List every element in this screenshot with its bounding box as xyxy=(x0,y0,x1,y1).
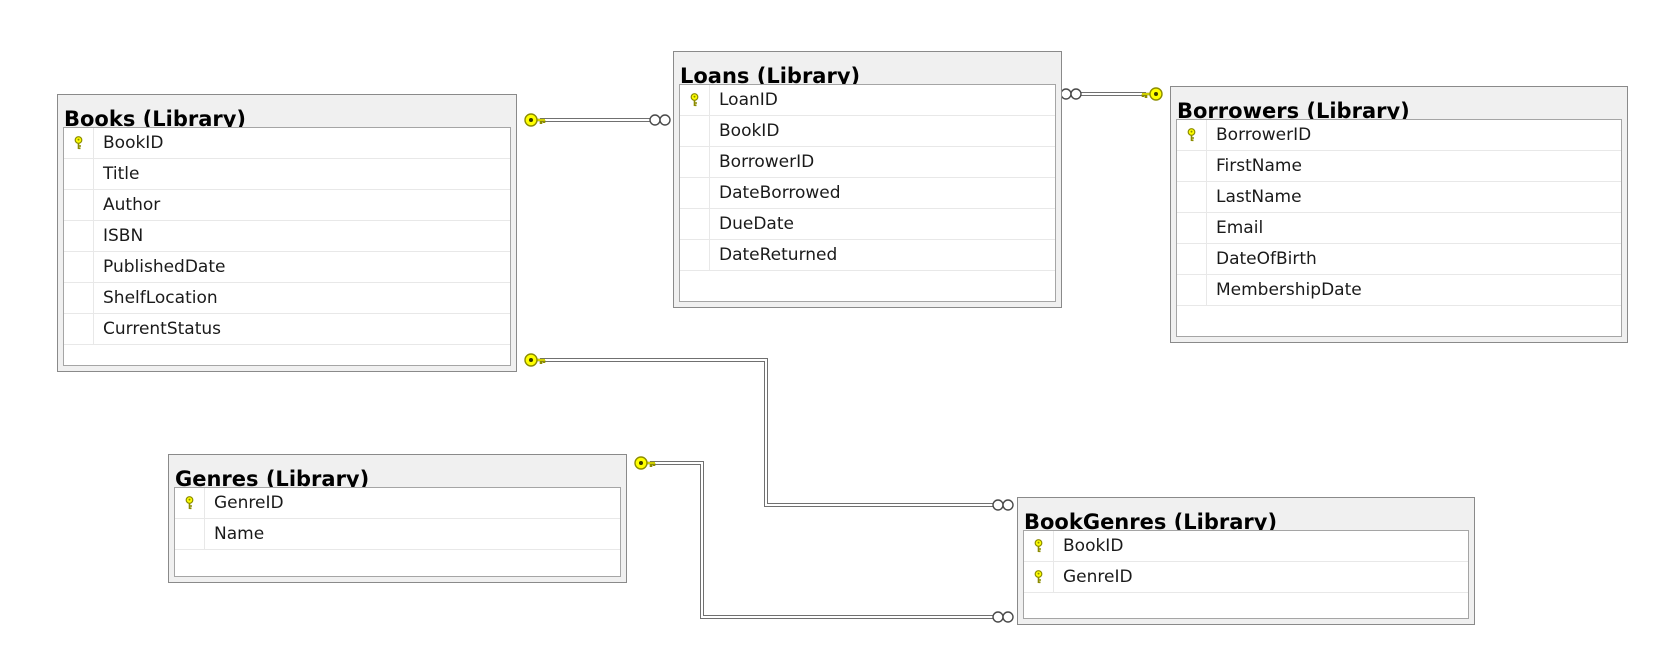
key-cell xyxy=(64,221,94,251)
column-name: DateOfBirth xyxy=(1216,249,1317,269)
column-name: GenreID xyxy=(214,493,284,513)
one-end-key-icon xyxy=(524,113,546,127)
one-end-key-icon xyxy=(634,456,656,470)
column-name: GenreID xyxy=(1063,567,1133,587)
column-name: DateBorrowed xyxy=(719,183,841,203)
key-cell xyxy=(64,128,94,158)
column-name: ISBN xyxy=(103,226,144,246)
key-cell xyxy=(175,519,205,549)
primary-key-icon xyxy=(185,496,194,510)
column-row[interactable]: DateBorrowed xyxy=(680,178,1055,209)
many-end-infinity-icon xyxy=(649,114,671,126)
column-name: MembershipDate xyxy=(1216,280,1362,300)
key-cell xyxy=(1177,182,1207,212)
column-name: BookID xyxy=(719,121,780,141)
key-cell xyxy=(680,85,710,115)
column-row[interactable]: MembershipDate xyxy=(1177,275,1621,306)
key-cell xyxy=(1024,531,1054,561)
column-name: BorrowerID xyxy=(1216,125,1312,145)
key-cell xyxy=(680,209,710,239)
column-row[interactable]: LoanID xyxy=(680,85,1055,116)
column-list: BookID GenreID xyxy=(1023,530,1469,619)
key-cell xyxy=(64,283,94,313)
column-row[interactable]: BorrowerID xyxy=(680,147,1055,178)
column-name: BookID xyxy=(103,133,164,153)
column-name: ShelfLocation xyxy=(103,288,218,308)
column-name: BorrowerID xyxy=(719,152,815,172)
column-name: Name xyxy=(214,524,265,544)
key-cell xyxy=(680,116,710,146)
column-name: LastName xyxy=(1216,187,1302,207)
key-cell xyxy=(64,159,94,189)
key-cell xyxy=(1177,120,1207,150)
column-row[interactable]: LastName xyxy=(1177,182,1621,213)
column-name: BookID xyxy=(1063,536,1124,556)
column-name: PublishedDate xyxy=(103,257,226,277)
primary-key-icon xyxy=(1034,539,1043,553)
column-name: Title xyxy=(103,164,140,184)
column-list: GenreID Name xyxy=(174,487,621,577)
key-cell xyxy=(1177,151,1207,181)
key-cell xyxy=(64,252,94,282)
relationship-line-genres-bookgenres[interactable] xyxy=(650,461,993,619)
column-row[interactable]: DueDate xyxy=(680,209,1055,240)
key-cell xyxy=(64,190,94,220)
column-row[interactable]: DateReturned xyxy=(680,240,1055,271)
column-row[interactable]: BookID xyxy=(64,128,510,159)
column-row[interactable]: GenreID xyxy=(175,488,620,519)
column-row[interactable]: DateOfBirth xyxy=(1177,244,1621,275)
column-row[interactable]: Author xyxy=(64,190,510,221)
column-name: Email xyxy=(1216,218,1264,238)
key-cell xyxy=(680,178,710,208)
key-cell xyxy=(1177,213,1207,243)
many-end-infinity-icon xyxy=(992,611,1014,623)
one-end-key-icon xyxy=(1141,87,1163,101)
many-end-infinity-icon xyxy=(992,499,1014,511)
many-end-infinity-icon xyxy=(1060,88,1082,100)
column-row[interactable]: GenreID xyxy=(1024,562,1468,593)
column-row[interactable]: Email xyxy=(1177,213,1621,244)
key-cell xyxy=(1024,562,1054,592)
primary-key-icon xyxy=(1034,570,1043,584)
key-cell xyxy=(680,147,710,177)
column-name: LoanID xyxy=(719,90,778,110)
primary-key-icon xyxy=(1187,128,1196,142)
column-row[interactable]: BookID xyxy=(680,116,1055,147)
column-row[interactable]: FirstName xyxy=(1177,151,1621,182)
relationship-line-books-bookgenres[interactable] xyxy=(540,358,993,507)
key-cell xyxy=(680,240,710,270)
column-name: Author xyxy=(103,195,161,215)
key-cell xyxy=(175,488,205,518)
key-cell xyxy=(1177,275,1207,305)
column-row[interactable]: ISBN xyxy=(64,221,510,252)
primary-key-icon xyxy=(74,136,83,150)
column-name: DateReturned xyxy=(719,245,838,265)
key-cell xyxy=(1177,244,1207,274)
column-row[interactable]: BookID xyxy=(1024,531,1468,562)
primary-key-icon xyxy=(690,93,699,107)
column-row[interactable]: ShelfLocation xyxy=(64,283,510,314)
key-cell xyxy=(64,314,94,344)
column-row[interactable]: CurrentStatus xyxy=(64,314,510,345)
column-row[interactable]: Title xyxy=(64,159,510,190)
column-name: FirstName xyxy=(1216,156,1302,176)
one-end-key-icon xyxy=(524,353,546,367)
column-row[interactable]: PublishedDate xyxy=(64,252,510,283)
column-name: CurrentStatus xyxy=(103,319,222,339)
column-row[interactable]: Name xyxy=(175,519,620,550)
column-name: DueDate xyxy=(719,214,794,234)
column-row[interactable]: BorrowerID xyxy=(1177,120,1621,151)
